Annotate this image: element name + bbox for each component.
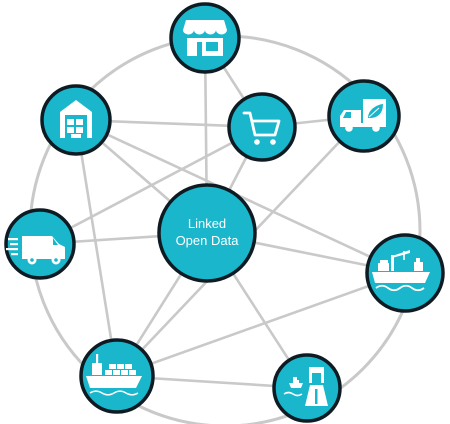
node-port-ship [365, 233, 445, 313]
node-terminal [272, 353, 342, 423]
edge-cart-delivery [38, 125, 264, 246]
node-cart [227, 92, 297, 162]
warehouse-icon [60, 100, 92, 138]
storefront-icon [183, 20, 227, 56]
node-eco-truck [327, 79, 401, 153]
node-delivery-van [4, 208, 76, 280]
edge-warehouse-cargoship [74, 118, 119, 378]
node-cargo-ship [79, 338, 155, 414]
fast-delivery-van-icon [6, 236, 65, 265]
ship-terminal-road-icon [283, 367, 328, 406]
edge-portship-cargoship [115, 271, 407, 378]
center-label-line2: Open Data [176, 233, 240, 248]
eco-delivery-truck-icon [340, 99, 386, 132]
center-label-line1: Linked [188, 216, 226, 231]
port-crane-ship-icon [372, 250, 430, 292]
container-ship-icon [86, 354, 142, 396]
node-warehouse [40, 84, 112, 156]
shopping-cart-icon [242, 111, 281, 145]
center-node: Linked Open Data [157, 183, 257, 283]
node-store [169, 2, 241, 74]
